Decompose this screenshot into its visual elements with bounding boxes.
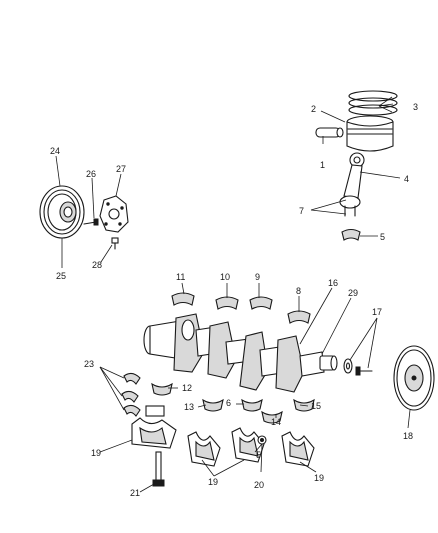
callout-24: 24	[50, 146, 60, 156]
callout-23: 23	[84, 359, 94, 369]
callout-19-left: 19	[91, 448, 101, 458]
callout-labels: 1 2 3 4 5 7 24 25 26 27 28 11 10 9 8 16 …	[50, 102, 418, 498]
callout-5-rod: 5	[380, 232, 385, 242]
callout-4: 4	[404, 174, 409, 184]
thrust-washers	[121, 372, 141, 417]
callout-29: 29	[348, 288, 358, 298]
crankshaft	[143, 313, 338, 393]
cap-nut	[257, 435, 267, 445]
rod-bearing-shell	[341, 228, 361, 241]
piston-pin	[315, 127, 344, 138]
bearing-shell-12	[151, 382, 173, 396]
callout-19-center: 19	[208, 477, 218, 487]
bearing-shell-6	[241, 398, 263, 412]
bearing-shell-11	[171, 292, 195, 306]
callout-1: 1	[320, 160, 325, 170]
callout-5-cap: 5	[256, 450, 261, 460]
callout-12: 12	[182, 383, 192, 393]
bearing-shell-13	[202, 398, 224, 412]
leader-lines	[55, 96, 411, 493]
bearing-shell-10	[215, 296, 239, 310]
callout-20: 20	[254, 480, 264, 490]
piston	[346, 115, 394, 152]
hub-bolt	[111, 237, 119, 250]
main-bearing-cap-4	[281, 431, 315, 467]
callout-13: 13	[184, 402, 194, 412]
connecting-rod	[339, 152, 365, 217]
callout-2: 2	[311, 104, 316, 114]
callout-14: 14	[271, 417, 281, 427]
callout-10: 10	[220, 272, 230, 282]
callout-27: 27	[116, 164, 126, 174]
callout-15: 15	[311, 401, 321, 411]
callout-6: 6	[226, 398, 231, 408]
callout-18: 18	[403, 431, 413, 441]
cap-bolt	[152, 451, 165, 487]
main-bearing-cap-rear	[131, 405, 177, 449]
callout-28: 28	[92, 260, 102, 270]
callout-17: 17	[372, 307, 382, 317]
callout-9: 9	[255, 272, 260, 282]
main-bearing-cap-3	[231, 427, 265, 463]
callout-8: 8	[296, 286, 301, 296]
bearing-shell-8	[287, 310, 311, 324]
callout-11: 11	[176, 272, 185, 282]
flex-plate	[393, 345, 435, 411]
callout-19-right: 19	[314, 473, 324, 483]
flex-hub	[99, 195, 129, 233]
bearing-shell-14	[261, 410, 283, 424]
crank-bolt	[355, 366, 373, 376]
main-bearing-cap-2	[187, 431, 221, 467]
callout-16: 16	[328, 278, 338, 288]
damper-bolt	[83, 218, 99, 226]
bearing-shell-9	[249, 296, 273, 310]
callout-26: 26	[86, 169, 96, 179]
callout-3: 3	[413, 102, 418, 112]
callout-21: 21	[130, 488, 140, 498]
callout-7: 7	[299, 206, 304, 216]
vibration-damper	[39, 185, 85, 239]
piston-rings	[348, 90, 398, 116]
crank-washer	[343, 358, 353, 374]
callout-25: 25	[56, 271, 66, 281]
